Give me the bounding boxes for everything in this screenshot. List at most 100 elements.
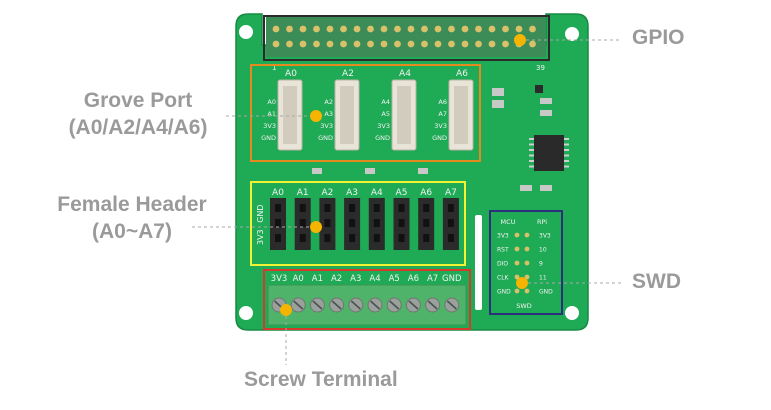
swd-right-pin-label: 9 [539,261,543,268]
gpio-pin [461,40,469,48]
screw-terminal-label: A1 [312,274,323,284]
screw-terminal-label: A0 [293,274,304,284]
gpio-pin [421,40,428,48]
component [418,168,428,174]
female-header-label: A2 [321,188,333,198]
female-header-hole [398,219,405,227]
gpio-pin [313,40,320,48]
grove-pin-label: A2 [324,98,333,106]
component [365,168,375,174]
grove-pin-label: 3V3 [377,122,390,130]
gpio-pin-start-label: 1 [272,64,276,72]
female-header-callout-title: Female Header [57,193,207,216]
screw-slot [350,300,361,310]
gpio-pin [488,40,496,48]
female-header-hole [324,204,331,212]
grove-port-callout: Grove Port (A0/A2/A4/A6) [46,87,230,141]
gpio-pin [380,25,388,33]
female-header-hole [275,219,281,227]
gpio-pin [407,40,415,48]
female-header-hole [398,234,405,242]
grove-pin-label: A5 [381,110,390,118]
screw-terminal-highlight-box [263,269,471,330]
screw-terminal-marker [280,304,292,316]
female-header-label: A3 [346,188,358,198]
gpio-marker [514,34,526,46]
mounting-hole [239,306,253,320]
gpio-pin [475,25,482,33]
grove-port-name: A0 [285,69,297,79]
component [492,100,504,108]
grove-pin-label: A6 [438,98,447,106]
gpio-pin [421,25,428,33]
gpio-highlight-box [263,15,550,61]
swd-col-left: MCU [501,218,516,226]
gpio-pin [529,25,536,33]
grove-pin-label: A0 [267,98,276,106]
female-header-hole [275,204,281,212]
swd-pin [524,288,530,294]
gpio-pin [515,25,523,33]
component [540,110,552,116]
gpio-header-base [266,17,546,57]
grove-pin-label: GND [318,134,333,142]
chip-leg [529,143,534,146]
female-header-callout-subtitle: (A0~A7) [92,220,172,243]
gpio-callout: GPIO [632,26,685,49]
swd-pin [524,260,530,266]
grove-port-name: A4 [399,69,411,79]
female-header-hole [299,234,306,242]
screw-slot [408,300,419,310]
screw-slot [293,300,304,310]
component [520,185,532,191]
female-header-callout: Female Header (A0~A7) [32,191,232,245]
chip-leg [529,165,534,168]
screw-terminal-label: A7 [427,274,438,284]
gpio-pin [475,40,482,48]
gpio-pin [340,25,347,33]
female-header-power-label: 3V3 GND [256,204,265,245]
grove-port-name: A2 [342,69,354,79]
female-header-hole [447,219,454,227]
chip-leg [564,149,569,151]
female-header-hole [349,219,356,227]
chip-leg [564,165,569,168]
swd-highlight-box [489,210,563,315]
swd-right-pin-label: 10 [539,247,547,254]
gpio-pin [313,25,320,33]
gpio-pin [272,25,280,33]
screw-slot [331,300,342,310]
female-header-hole [299,204,306,212]
swd-pin [514,288,520,294]
female-header-hole [275,234,281,242]
chip-leg [529,160,534,162]
female-header-hole [349,234,356,242]
gpio-pin [272,40,280,48]
screw-terminal-callout: Screw Terminal [244,368,398,391]
gpio-pin [367,25,374,33]
swd-marker [516,277,528,289]
gpio-pin [340,40,347,48]
swd-pin [524,274,530,280]
screw-terminal-label: A2 [331,274,342,284]
gpio-pin [502,40,509,48]
gpio-pin [394,25,401,33]
female-header-highlight-box [250,181,466,266]
female-header-label: A7 [445,188,457,198]
grove-pin-label: GND [375,134,390,142]
component [540,98,552,104]
gpio-pin [502,25,509,33]
chip-leg [564,160,569,162]
screw-terminal-label: 3V3 [271,274,288,284]
mounting-hole [565,27,579,41]
grove-pin-label: GND [432,134,447,142]
female-header-hole [324,234,331,242]
grove-port-callout-subtitle: (A0/A2/A4/A6) [68,116,208,139]
gpio-pin [448,40,455,48]
gpio-pin [434,25,442,33]
female-header-label: A6 [420,188,432,198]
gpio-pin [380,40,388,48]
chip-leg [564,138,569,140]
female-header-label: A5 [396,188,408,198]
